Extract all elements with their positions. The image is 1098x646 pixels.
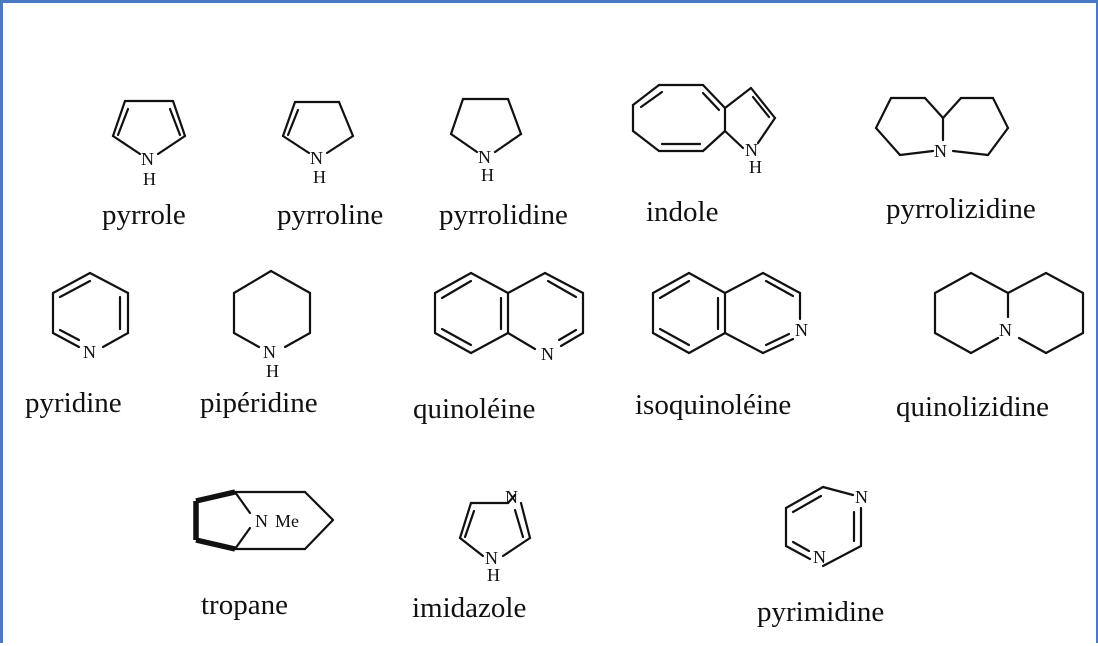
molecule-name-imidazole: imidazole: [412, 592, 527, 624]
atom-label: N: [310, 148, 323, 168]
molecule-name-pyrroline: pyrroline: [277, 199, 384, 231]
pyrrolizidine-structure: N: [874, 96, 1010, 161]
atom-label: H: [481, 165, 494, 185]
atom-label: N: [478, 147, 491, 167]
atom-label: H: [143, 169, 156, 189]
quinolizidine-structure: N: [933, 271, 1085, 355]
atom-label: N: [813, 547, 826, 567]
molecule-name-piperidine: pipéridine: [200, 387, 318, 419]
pyrroline-structure: N H: [281, 100, 355, 187]
atom-label: N: [855, 487, 868, 507]
molecule-name-quinoline: quinoléine: [413, 393, 536, 425]
molecule-name-pyridine: pyridine: [25, 387, 122, 419]
atom-label: Me: [275, 511, 299, 531]
tropane-structure: N Me: [193, 489, 335, 552]
atom-label: N: [999, 320, 1012, 340]
atom-label: N: [263, 342, 276, 362]
indole-structure: N H: [631, 83, 777, 177]
atom-label: N: [745, 140, 758, 160]
atom-label: N: [255, 511, 268, 531]
atom-label: H: [313, 167, 326, 187]
atom-label: N: [795, 320, 808, 340]
isoquinoline-structure: N: [651, 271, 808, 355]
atom-label: N: [83, 342, 96, 362]
pyrrole-structure: N H: [111, 99, 187, 189]
atom-label: H: [266, 361, 279, 381]
imidazole-structure: N N H: [458, 487, 532, 585]
molecule-name-tropane: tropane: [201, 589, 288, 621]
atom-label: N: [485, 548, 498, 568]
molecule-name-pyrrolidine: pyrrolidine: [439, 199, 568, 231]
molecule-name-isoquinoline: isoquinoléine: [635, 389, 792, 421]
pyridine-structure: N: [51, 271, 130, 362]
pyrimidine-structure: N N: [784, 485, 868, 568]
molecule-name-indole: indole: [646, 196, 719, 228]
molecule-name-quinolizidine: quinolizidine: [896, 391, 1050, 423]
piperidine-structure: N H: [232, 269, 312, 381]
atom-label: N: [934, 141, 947, 161]
molecule-name-pyrimidine: pyrimidine: [757, 596, 885, 628]
atom-label: N: [541, 344, 554, 364]
quinoline-structure: N: [433, 271, 585, 364]
pyrrolidine-structure: N H: [449, 97, 523, 185]
atom-label: H: [749, 157, 762, 177]
molecule-name-pyrrolizidine: pyrrolizidine: [886, 193, 1036, 225]
molecule-name-pyrrole: pyrrole: [102, 199, 186, 231]
atom-label: H: [487, 565, 500, 585]
atom-label: N: [505, 487, 518, 507]
atom-label: N: [141, 149, 154, 169]
